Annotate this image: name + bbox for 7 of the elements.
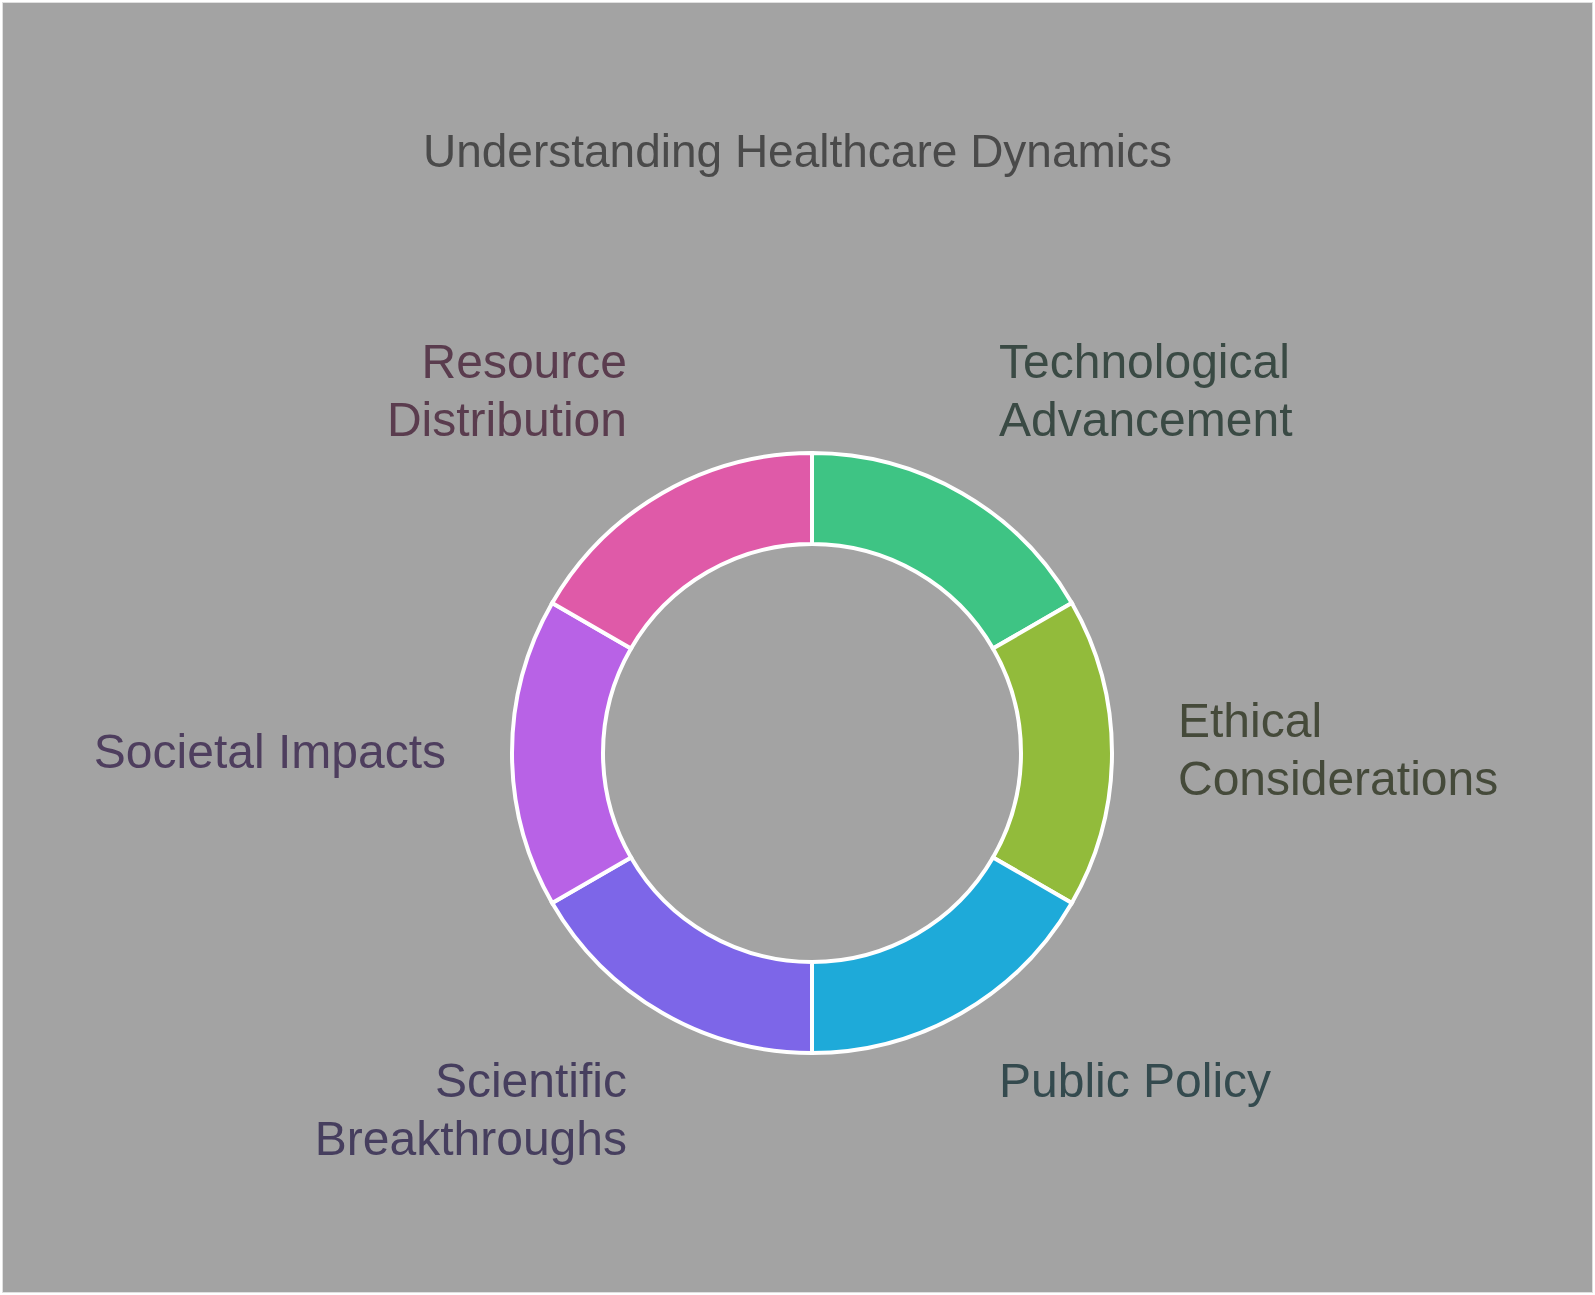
segment-label: Public Policy xyxy=(999,1052,1339,1110)
segment-label: Ethical Considerations xyxy=(1178,692,1558,808)
segment-label: Scientific Breakthroughs xyxy=(277,1052,627,1168)
segment-label: Technological Advancement xyxy=(999,333,1339,449)
diagram-title: Understanding Healthcare Dynamics xyxy=(421,124,1174,178)
segment-label: Resource Distribution xyxy=(277,333,627,449)
segment-label: Societal Impacts xyxy=(36,723,446,781)
